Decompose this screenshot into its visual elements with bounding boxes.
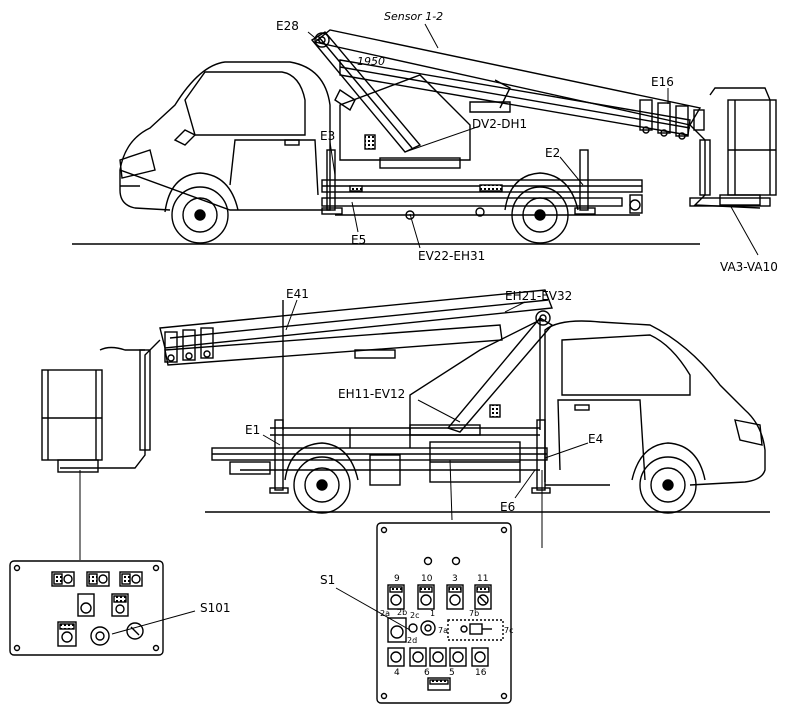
e16-label: E16 bbox=[651, 75, 674, 89]
bottom-leader-lines bbox=[79, 299, 589, 560]
e28-label: E28 bbox=[276, 19, 299, 33]
bottom-cab bbox=[544, 320, 766, 486]
dimension-1950-label: 1950 bbox=[357, 55, 385, 68]
eh21-ev32-label: EH21-EV32 bbox=[505, 289, 572, 303]
top-door bbox=[229, 139, 319, 196]
panel-num-11: 11 bbox=[477, 574, 488, 584]
panel-num-4: 4 bbox=[394, 668, 400, 678]
va3-va10-label: VA3-VA10 bbox=[720, 260, 778, 274]
panel-num-5: 5 bbox=[449, 668, 455, 678]
ground-control-panel bbox=[376, 522, 512, 704]
e41-label: E41 bbox=[286, 287, 309, 301]
panel-switch-row-3 bbox=[57, 621, 144, 647]
e3-label: E3 bbox=[320, 129, 335, 143]
bottom-front-wheel bbox=[639, 456, 697, 514]
bottom-cab-window bbox=[561, 334, 691, 396]
indicator-lamp-2 bbox=[451, 556, 461, 566]
panel-num-16: 16 bbox=[475, 668, 487, 678]
e1-label: E1 bbox=[245, 423, 260, 437]
panel-num-2b: 2b bbox=[397, 608, 407, 617]
s1-label: S1 bbox=[320, 573, 335, 587]
panel-switch-row-2 bbox=[77, 593, 129, 617]
top-cab-window bbox=[184, 71, 306, 136]
e2-label: E2 bbox=[545, 146, 560, 160]
e5-label: E5 bbox=[351, 233, 366, 247]
bottom-truck-drawing bbox=[41, 289, 770, 514]
panel-num-7b: 7b bbox=[469, 609, 479, 618]
panel-num-1: 1 bbox=[430, 609, 435, 618]
panel-num-10: 10 bbox=[421, 574, 433, 584]
top-truck-drawing bbox=[72, 29, 777, 245]
bottom-rear-wheel bbox=[293, 456, 351, 514]
e6-label: E6 bbox=[500, 500, 515, 514]
ev22-eh31-label: EV22-EH31 bbox=[418, 249, 485, 263]
panel-num-2c: 2c bbox=[410, 611, 420, 620]
top-front-wheel bbox=[171, 186, 229, 244]
top-boom bbox=[313, 29, 702, 126]
panel-num-7a: 7a bbox=[438, 626, 448, 635]
top-lower-arm bbox=[310, 31, 422, 153]
panel-switch-row-1 bbox=[51, 571, 143, 587]
s101-leader bbox=[111, 610, 196, 635]
sensor-label: Sensor 1-2 bbox=[384, 10, 443, 23]
s1-leader bbox=[335, 587, 411, 631]
top-leader-lines bbox=[307, 23, 759, 256]
indicator-lamp-1 bbox=[423, 556, 433, 566]
panel-num-9: 9 bbox=[394, 574, 400, 584]
bottom-turret bbox=[409, 318, 541, 430]
top-cab bbox=[119, 61, 331, 211]
panel-num-6: 6 bbox=[424, 668, 430, 678]
top-turret bbox=[339, 74, 471, 161]
panel-num-2d: 2d bbox=[407, 636, 417, 645]
dv2-dh1-label: DV2-DH1 bbox=[472, 117, 527, 131]
top-door-handle bbox=[284, 139, 300, 146]
e4-label: E4 bbox=[588, 432, 603, 446]
panel-num-3: 3 bbox=[452, 574, 458, 584]
panel-num-2a: 2a bbox=[380, 609, 390, 618]
eh11-ev12-label: EH11-EV12 bbox=[338, 387, 405, 401]
bottom-basket bbox=[41, 369, 103, 461]
panel-num-7c: 7c bbox=[504, 626, 514, 635]
basket-control-panel bbox=[9, 560, 164, 656]
key-switch-s1 bbox=[420, 620, 436, 636]
s101-label: S101 bbox=[200, 601, 231, 615]
bottom-boom bbox=[159, 289, 553, 349]
